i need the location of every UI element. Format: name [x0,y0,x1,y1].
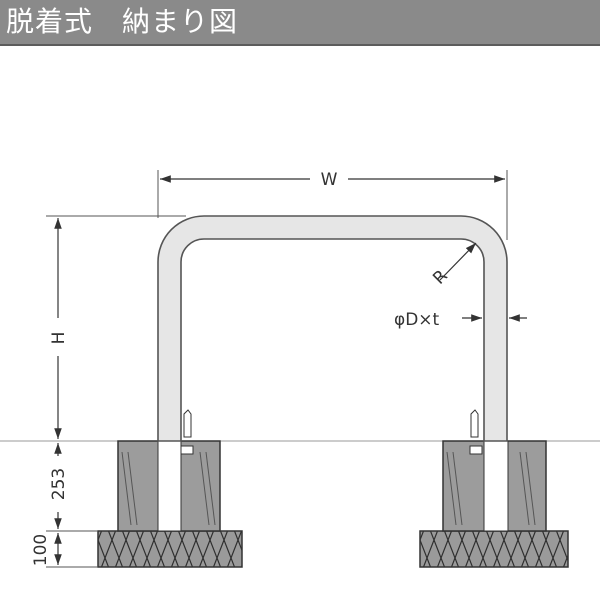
width-label: W [321,170,338,190]
base-left [97,530,243,568]
sleeve-right [483,440,509,532]
height-dimension [46,215,186,439]
radius-label: R [429,266,452,289]
base-depth-dimension [46,533,98,568]
u-pipe [157,215,508,442]
base-right [419,530,569,568]
width-dimension [157,170,508,240]
sleeve-left [157,440,182,532]
page-title: 脱着式 納まり図 [6,5,239,38]
height-label: H [49,332,69,345]
latch-left [180,409,194,455]
latch-right [469,409,483,455]
diameter-label: φD×t [394,310,440,330]
embed-depth-label: 253 [49,468,69,500]
embed-depth-dimension [46,443,98,532]
title-bar: 脱着式 納まり図 [0,0,600,46]
base-depth-label: 100 [31,534,51,566]
radius-leader [439,242,477,281]
